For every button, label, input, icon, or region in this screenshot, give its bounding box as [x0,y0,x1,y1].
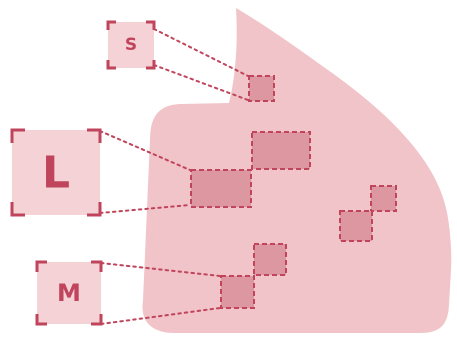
label-medium-background [37,262,101,324]
connector-large-bottom [99,204,191,214]
label-medium-text: M [57,279,81,307]
region-shape [142,8,452,333]
connector-medium-top [100,262,221,277]
connector-lines [99,28,249,325]
patch-large-lower [190,169,252,208]
label-small-text: S [125,35,137,55]
patch-medium-upper [253,243,287,276]
connector-medium-bottom [100,307,221,325]
patch-right-lower [339,210,373,242]
label-medium: M [35,260,103,326]
label-large-text: L [42,148,70,199]
label-medium-corner-brackets [35,260,103,326]
label-small-background [108,22,154,68]
connector-small-bottom [153,64,249,101]
label-small-corner-brackets [106,20,156,70]
connector-small-top [153,28,249,77]
patch-small [248,75,275,102]
patch-medium-lower [220,275,255,309]
sample-patches [190,75,397,309]
connector-large-top [99,130,191,171]
label-large-background [12,130,100,215]
patch-right-upper [370,185,397,212]
label-large-corner-brackets [10,128,102,217]
patch-large-upper [251,131,311,170]
label-small: S [106,20,156,70]
label-large: L [10,128,102,217]
